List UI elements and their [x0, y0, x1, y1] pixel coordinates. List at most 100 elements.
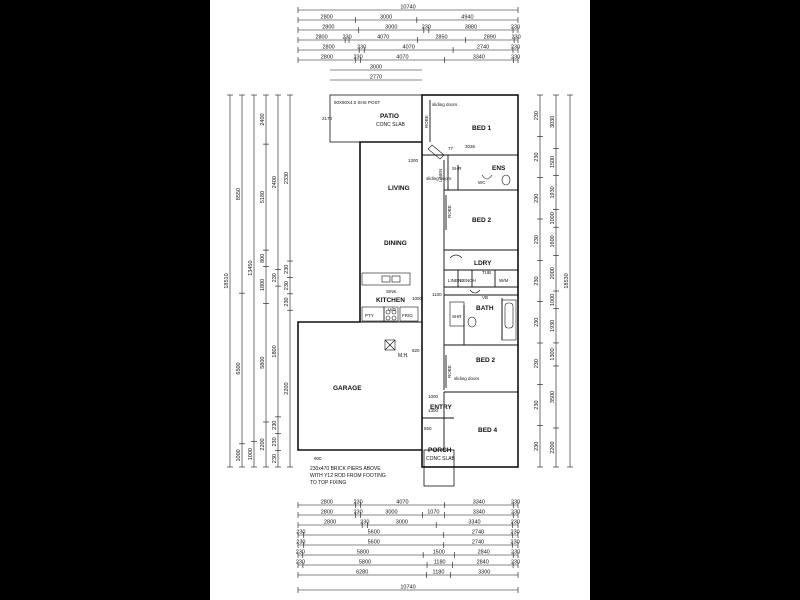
- left-col2-val-2: 1000: [236, 449, 242, 461]
- top-row-4-val-2: 4070: [396, 55, 408, 61]
- wm-label: W/M: [499, 278, 508, 283]
- left-col6-val-4: 2200: [284, 382, 290, 394]
- bottom-row-1-val-3: 1070: [427, 510, 439, 516]
- bottom-row-1-val-1: 230: [354, 510, 363, 516]
- interior-dim-6: 2170: [322, 116, 333, 121]
- bottom-row-2-val-3: 3340: [468, 520, 480, 526]
- bottom-row-3-val-3: 230: [511, 530, 520, 536]
- bottom-row-1-val-5: 230: [511, 510, 520, 516]
- frig-label: FRIG: [402, 313, 413, 318]
- bottom-row-2-val-0: 2800: [324, 520, 336, 526]
- external-walls: [297, 94, 519, 487]
- interior-dim-3: 1000: [428, 394, 439, 399]
- dimension-lines: [227, 7, 573, 593]
- top-row-2-val-5: 230: [511, 35, 520, 41]
- top-row-3-val-3: 2740: [477, 45, 489, 51]
- bottom-row-0-val-4: 230: [511, 500, 520, 506]
- bottom-row-5-val-0: 230: [296, 550, 305, 556]
- left-col5-val-0: 2400: [272, 176, 278, 188]
- top-row-1-val-4: 230: [511, 25, 520, 31]
- left-col5-val-5: 230: [272, 454, 278, 463]
- right-col2-val-3: 1000: [550, 212, 556, 224]
- bottom-row-4-val-1: 5600: [368, 540, 380, 546]
- top-row-4-val-4: 230: [511, 55, 520, 61]
- bottom-row-4-val-2: 2740: [472, 540, 484, 546]
- right-col2-val-8: 1300: [550, 348, 556, 360]
- kitchen-label: KITCHEN: [376, 297, 405, 304]
- interior-dim-10: 820: [412, 348, 420, 353]
- right-col3-val-6: 230: [534, 359, 540, 368]
- top-row-3-val-2: 4070: [403, 45, 415, 51]
- left-col5-val-2: 1800: [272, 345, 278, 357]
- bed2b-label: BED 2: [476, 357, 496, 364]
- left-col1-val-0: 18510: [224, 273, 230, 288]
- porch-sub-label: CONC SLAB: [426, 456, 456, 462]
- living-label: LIVING: [388, 185, 410, 192]
- right-col2-val-1: 1500: [550, 156, 556, 168]
- bottom-row-0-val-3: 3340: [473, 500, 485, 506]
- left-col2-val-1: 6500: [236, 362, 242, 374]
- bottom-overall-val-0: 10740: [400, 585, 415, 591]
- top-overall-val-0: 10740: [400, 5, 415, 11]
- patio-label: PATIO: [380, 113, 399, 120]
- bottom-row-6-val-3: 2840: [477, 560, 489, 566]
- mh-label: M.H.: [398, 353, 409, 359]
- bottom-row-3-val-0: 230: [296, 530, 305, 536]
- right-col3-val-2: 230: [534, 194, 540, 203]
- bottom-row-5-val-3: 2840: [478, 550, 490, 556]
- left-col3-val-0: 13450: [248, 260, 254, 275]
- linen1-label: LINEN: [438, 169, 443, 182]
- bottom-row-4-val-0: 230: [296, 540, 305, 546]
- room-labels: BED 1 ENS SHR WC LINEN ROBE ROBE BED 2 L…: [310, 100, 508, 486]
- ldry-label: LDRY: [474, 260, 492, 267]
- right-col3-val-4: 230: [534, 276, 540, 285]
- shr1-label: SHR: [452, 166, 462, 171]
- interior-dim-9: 550: [424, 426, 432, 431]
- robe1-label: ROBE: [424, 115, 429, 128]
- wc-label: WC: [478, 180, 486, 185]
- bed4-label: BED 4: [478, 427, 498, 434]
- bottom-row-7-val-0: 6280: [356, 570, 368, 576]
- vb-label: VB: [482, 295, 488, 300]
- bottom-row-0-val-1: 230: [354, 500, 363, 506]
- bottom-row-6-val-0: 230: [296, 560, 305, 566]
- top-row-2-val-1: 230: [342, 35, 351, 41]
- entry-label: ENTRY: [430, 404, 452, 411]
- right-col2-val-9: 3500: [550, 391, 556, 403]
- interior-dim-1: 77: [448, 146, 454, 151]
- top-row-2-val-2: 4070: [377, 35, 389, 41]
- left-col6-val-3: 230: [284, 297, 290, 306]
- top-row-0-val-1: 3000: [380, 15, 392, 21]
- right-col1-val-0: 18530: [564, 273, 570, 288]
- right-col2-val-4: 1600: [550, 235, 556, 247]
- left-col5-val-4: 230: [272, 437, 278, 446]
- interior-dim-2: 1100: [432, 292, 442, 297]
- left-col5-val-1: 230: [272, 273, 278, 282]
- top-row-4-val-0: 2800: [321, 55, 333, 61]
- left-col3-val-1: 1000: [248, 448, 254, 460]
- dining-label: DINING: [384, 240, 407, 247]
- sliding-doors-1: sliding doors: [432, 102, 458, 107]
- interior-dim-8: 1000: [412, 296, 423, 301]
- bottom-row-1-val-2: 3000: [385, 510, 397, 516]
- porch-label: PORCH: [428, 447, 452, 454]
- top-row-3-val-1: 230: [357, 45, 366, 51]
- pty-label: PTY: [365, 313, 374, 318]
- top-row-1-val-1: 3000: [385, 25, 397, 31]
- top-row-4-val-3: 3340: [473, 55, 485, 61]
- right-col3-val-0: 230: [534, 111, 540, 120]
- top-row-2-val-0: 2800: [315, 35, 327, 41]
- ens-label: ENS: [492, 165, 506, 172]
- interior-dim-7: 900: [314, 456, 322, 461]
- top-row-4-val-1: 230: [354, 55, 363, 61]
- pier-note-line2: WITH Y12 ROD FROM FOOTING: [310, 473, 386, 479]
- sink-label: SINK: [386, 289, 397, 294]
- patio-sub-label: CONC SLAB: [376, 122, 406, 128]
- bottom-row-4-val-3: 230: [511, 540, 520, 546]
- top-row-3-val-4: 230: [511, 45, 520, 51]
- bed2a-label: BED 2: [472, 217, 492, 224]
- left-col6-val-2: 230: [284, 281, 290, 290]
